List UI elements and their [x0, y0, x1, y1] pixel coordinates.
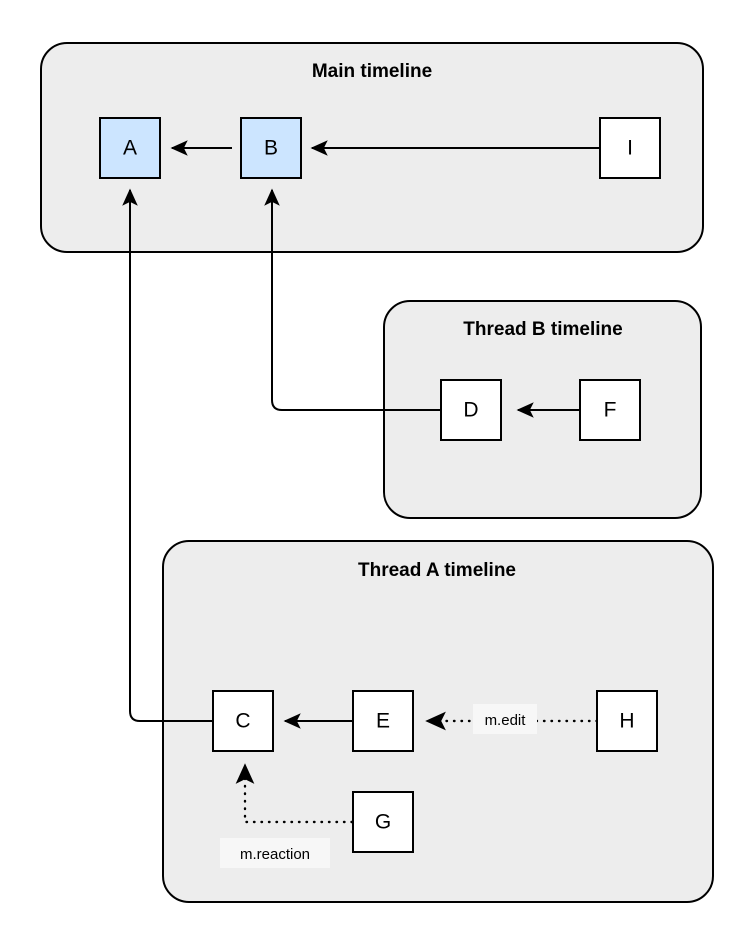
node-h-label: H [619, 710, 634, 733]
group-thread-a-timeline-title: Thread A timeline [358, 560, 516, 581]
node-i-label: I [627, 137, 633, 160]
node-e-box[interactable] [352, 690, 414, 752]
node-f[interactable]: F [579, 379, 641, 441]
edge-c-to-a [122, 188, 213, 722]
node-i-box[interactable] [599, 117, 661, 179]
node-e[interactable]: E [352, 690, 414, 752]
node-d[interactable]: D [440, 379, 502, 441]
edge-label-m-reaction: m.reaction [220, 838, 330, 868]
edge-label-m-reaction-text: m.reaction [240, 846, 310, 863]
node-f-box[interactable] [579, 379, 641, 441]
node-h[interactable]: H [596, 690, 658, 752]
edge-label-m-reaction-bg [220, 838, 330, 868]
group-thread-b-timeline-title: Thread B timeline [463, 319, 622, 340]
edge-label-m-edit-bg [473, 704, 537, 734]
node-b-label: B [264, 137, 278, 160]
node-g-box[interactable] [352, 791, 414, 853]
node-b[interactable]: B [240, 117, 302, 179]
node-c-box[interactable] [212, 690, 274, 752]
node-c-label: C [235, 710, 250, 733]
node-a-box[interactable] [99, 117, 161, 179]
node-d-box[interactable] [440, 379, 502, 441]
node-b-box[interactable] [240, 117, 302, 179]
edge-d-to-b [264, 188, 441, 411]
node-f-label: F [604, 399, 617, 422]
node-a[interactable]: A [99, 117, 161, 179]
node-c[interactable]: C [212, 690, 274, 752]
edge-label-m-edit-text: m.edit [485, 712, 527, 729]
node-g-label: G [375, 811, 391, 834]
node-i[interactable]: I [599, 117, 661, 179]
edge-label-m-edit: m.edit [473, 704, 537, 734]
group-main-timeline-title: Main timeline [312, 61, 432, 82]
node-h-box[interactable] [596, 690, 658, 752]
node-a-label: A [123, 137, 137, 160]
node-g[interactable]: G [352, 791, 414, 853]
node-e-label: E [376, 710, 390, 733]
node-d-label: D [463, 399, 478, 422]
